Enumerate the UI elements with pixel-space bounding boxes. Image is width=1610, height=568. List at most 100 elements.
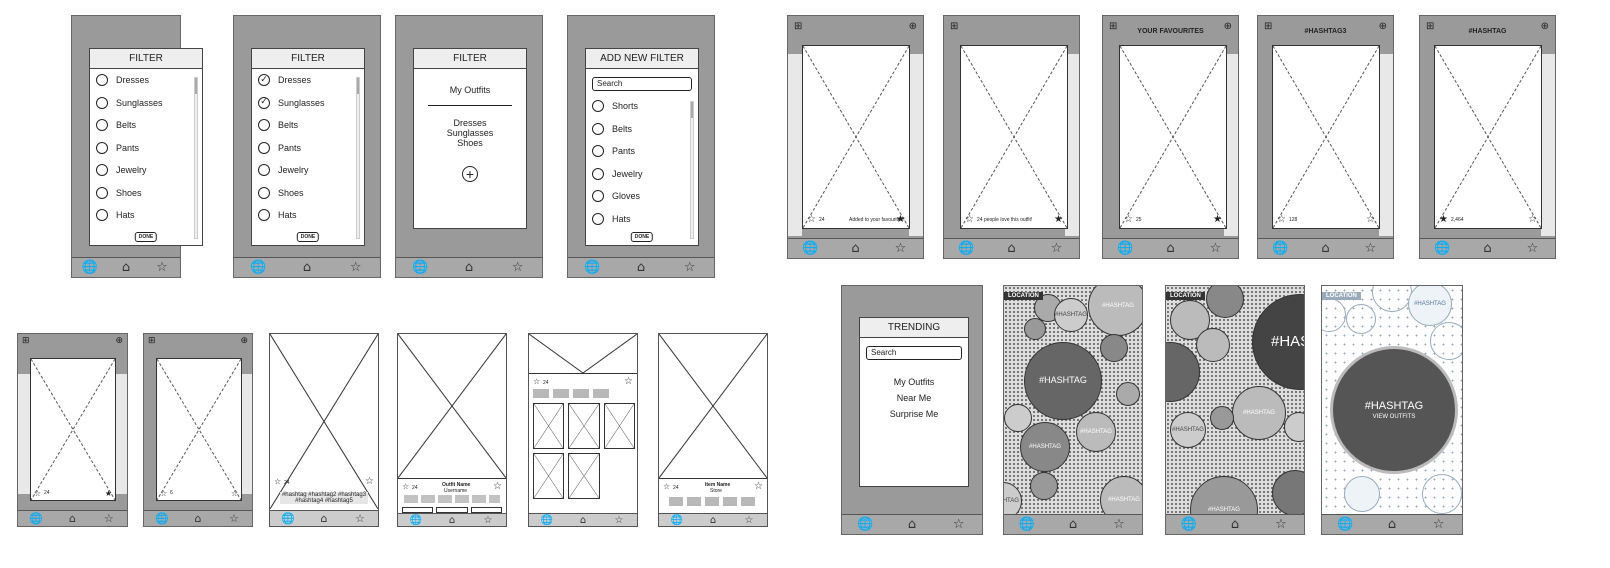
outfit-image[interactable] (529, 334, 637, 374)
hashtag-bubble[interactable] (1344, 476, 1380, 512)
star-filled-icon[interactable]: ★ (1213, 214, 1222, 225)
globe-icon[interactable]: 🌐 (1272, 241, 1289, 256)
add-user-icon[interactable]: ⊕ (115, 336, 123, 346)
star-icon[interactable]: ☆ (355, 512, 365, 525)
star-outline-icon[interactable]: ☆ (274, 477, 282, 486)
globe-icon[interactable]: 🌐 (412, 260, 429, 275)
star-icon[interactable]: ☆ (349, 260, 362, 275)
star-outline-icon[interactable]: ☆ (965, 214, 974, 225)
filter-option[interactable]: Jewelry (586, 163, 698, 186)
home-icon[interactable]: ⌂ (907, 517, 917, 532)
globe-icon[interactable]: 🌐 (958, 241, 975, 256)
filter-option[interactable]: Pants (90, 137, 202, 160)
my-outfits-heading[interactable]: My Outfits (449, 85, 491, 95)
hashtag-bubble[interactable] (1030, 472, 1058, 500)
location-badge[interactable]: LOCATION (1166, 292, 1205, 300)
hashtag-list[interactable] (669, 497, 757, 506)
radio-icon[interactable] (258, 186, 270, 199)
filter-option[interactable]: Jewelry (252, 159, 364, 182)
home-icon[interactable]: ⌂ (579, 514, 587, 526)
hashtag-bubble[interactable]: #HASHTAG (1020, 422, 1070, 472)
filter-option[interactable]: Belts (90, 114, 202, 137)
check-icon[interactable]: ✓ (258, 96, 270, 109)
star-outline-icon[interactable]: ☆ (160, 489, 168, 498)
done-button[interactable]: DONE (296, 232, 320, 242)
star-filled-icon[interactable]: ★ (104, 489, 112, 498)
search-input[interactable]: Search (866, 346, 962, 360)
trending-option[interactable]: My Outfits (893, 377, 935, 387)
hashtag-bubble[interactable] (1422, 474, 1462, 514)
home-icon[interactable]: ⌂ (121, 260, 131, 275)
add-user-icon[interactable]: ⊕ (1223, 21, 1232, 32)
star-filled-icon[interactable]: ★ (1439, 214, 1448, 225)
filter-option[interactable]: Belts (586, 118, 698, 141)
star-icon[interactable]: ☆ (1432, 517, 1445, 532)
grid-icon[interactable]: ⊞ (1426, 21, 1435, 32)
outfit-list-item[interactable]: Shoes (457, 138, 483, 148)
filter-option[interactable]: Pants (586, 140, 698, 163)
star-icon[interactable]: ☆ (894, 241, 907, 256)
hashtag-bubble[interactable] (1004, 404, 1032, 432)
radio-icon[interactable] (592, 212, 604, 225)
hashtag-bubble-large[interactable]: #HASHTAG (1024, 342, 1102, 420)
trending-option[interactable]: Surprise Me (889, 409, 939, 419)
filter-option[interactable]: ✓Sunglasses (252, 92, 364, 115)
star-icon[interactable]: ☆ (483, 514, 493, 526)
add-user-icon[interactable]: ⊕ (240, 336, 248, 346)
hashtag-bubble-selected[interactable]: #HASHTAG VIEW OUTFITS (1330, 346, 1458, 474)
radio-icon[interactable] (592, 167, 604, 180)
home-icon[interactable]: ⌂ (1068, 517, 1078, 532)
star-icon[interactable]: ☆ (952, 517, 965, 532)
star-outline-icon[interactable]: ☆ (533, 377, 541, 386)
globe-icon[interactable]: 🌐 (155, 512, 169, 525)
hashtag-bubble[interactable]: #HASHTAG (1408, 286, 1452, 326)
star-outline-icon[interactable]: ☆ (230, 489, 238, 498)
home-icon[interactable]: ⌂ (1321, 241, 1330, 256)
filter-option[interactable]: ✓Dresses (252, 69, 364, 92)
add-user-icon[interactable]: ⊕ (1378, 21, 1387, 32)
home-icon[interactable]: ⌂ (1483, 241, 1492, 256)
star-icon[interactable]: ☆ (1364, 241, 1377, 256)
home-icon[interactable]: ⌂ (709, 514, 717, 526)
hashtag-bubble[interactable] (1206, 286, 1244, 318)
filter-option[interactable]: Hats (252, 204, 364, 227)
globe-icon[interactable]: 🌐 (1180, 517, 1198, 532)
filter-option[interactable]: Jewelry (90, 159, 202, 182)
related-outfit-thumb[interactable] (568, 453, 600, 499)
hashtag-bubble[interactable]: #HASHTAG (1232, 386, 1286, 440)
scrollbar[interactable] (356, 77, 360, 239)
star-icon[interactable]: ☆ (1275, 517, 1287, 532)
hashtag-list[interactable] (404, 495, 500, 503)
radio-icon[interactable] (96, 74, 108, 87)
radio-icon[interactable] (258, 141, 270, 154)
done-button[interactable]: DONE (134, 232, 158, 242)
add-user-icon[interactable]: ⊕ (908, 21, 917, 32)
related-outfit-thumb[interactable] (533, 403, 565, 449)
star-filled-icon[interactable]: ★ (896, 214, 905, 225)
globe-icon[interactable]: 🌐 (281, 512, 295, 525)
home-icon[interactable]: ⌂ (1166, 241, 1175, 256)
star-icon[interactable]: ☆ (1113, 517, 1125, 532)
hashtag-bubble[interactable] (1430, 322, 1462, 360)
hashtag-bubble[interactable] (1346, 304, 1376, 334)
filter-option[interactable]: Shoes (252, 182, 364, 205)
hashtag-bubble[interactable] (1116, 382, 1140, 406)
globe-icon[interactable]: 🌐 (409, 514, 423, 526)
globe-icon[interactable]: 🌐 (250, 260, 267, 275)
home-icon[interactable]: ⌂ (851, 241, 860, 256)
star-outline-icon[interactable]: ☆ (754, 481, 763, 492)
star-icon[interactable]: ☆ (156, 260, 168, 275)
star-icon[interactable]: ☆ (744, 514, 754, 526)
outfit-image[interactable]: ☆ 6 ☆ (156, 358, 242, 501)
globe-icon[interactable]: 🌐 (1337, 517, 1354, 532)
hashtag-bubble[interactable]: #HASHTAG (1088, 286, 1142, 336)
globe-icon[interactable]: 🌐 (29, 512, 43, 525)
grid-icon[interactable]: ⊞ (22, 336, 30, 346)
hashtag-bubble[interactable]: #HASHTAG (1076, 412, 1116, 452)
outfit-image[interactable]: ☆ 24 people love this outfit! ★ (960, 45, 1068, 229)
scrollbar[interactable] (194, 77, 198, 239)
radio-icon[interactable] (96, 141, 108, 154)
star-icon[interactable]: ☆ (614, 514, 624, 526)
globe-icon[interactable]: 🌐 (1018, 517, 1036, 532)
radio-icon[interactable] (96, 209, 108, 222)
